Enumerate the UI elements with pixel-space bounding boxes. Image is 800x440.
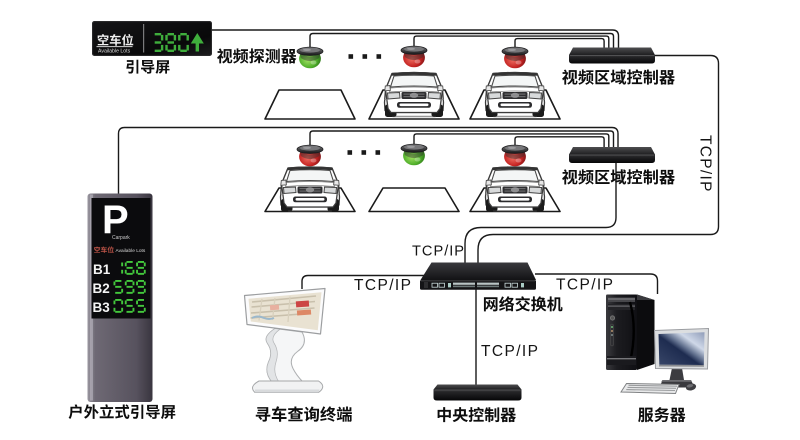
svg-text:TCP/IP: TCP/IP: [354, 277, 412, 294]
svg-text:Available Lots: Available Lots: [116, 248, 146, 254]
svg-text:B2: B2: [93, 281, 110, 296]
svg-text:B3: B3: [93, 300, 111, 315]
svg-text:TCP/IP: TCP/IP: [697, 135, 714, 193]
svg-text:TCP/IP: TCP/IP: [481, 343, 539, 360]
svg-text:TCP/IP: TCP/IP: [412, 244, 465, 260]
svg-text:Carpark: Carpark: [112, 235, 130, 241]
svg-text:P: P: [102, 198, 129, 242]
svg-text:Available Lots: Available Lots: [98, 48, 131, 54]
svg-text:TCP/IP: TCP/IP: [556, 277, 614, 294]
svg-text:B1: B1: [93, 262, 111, 277]
